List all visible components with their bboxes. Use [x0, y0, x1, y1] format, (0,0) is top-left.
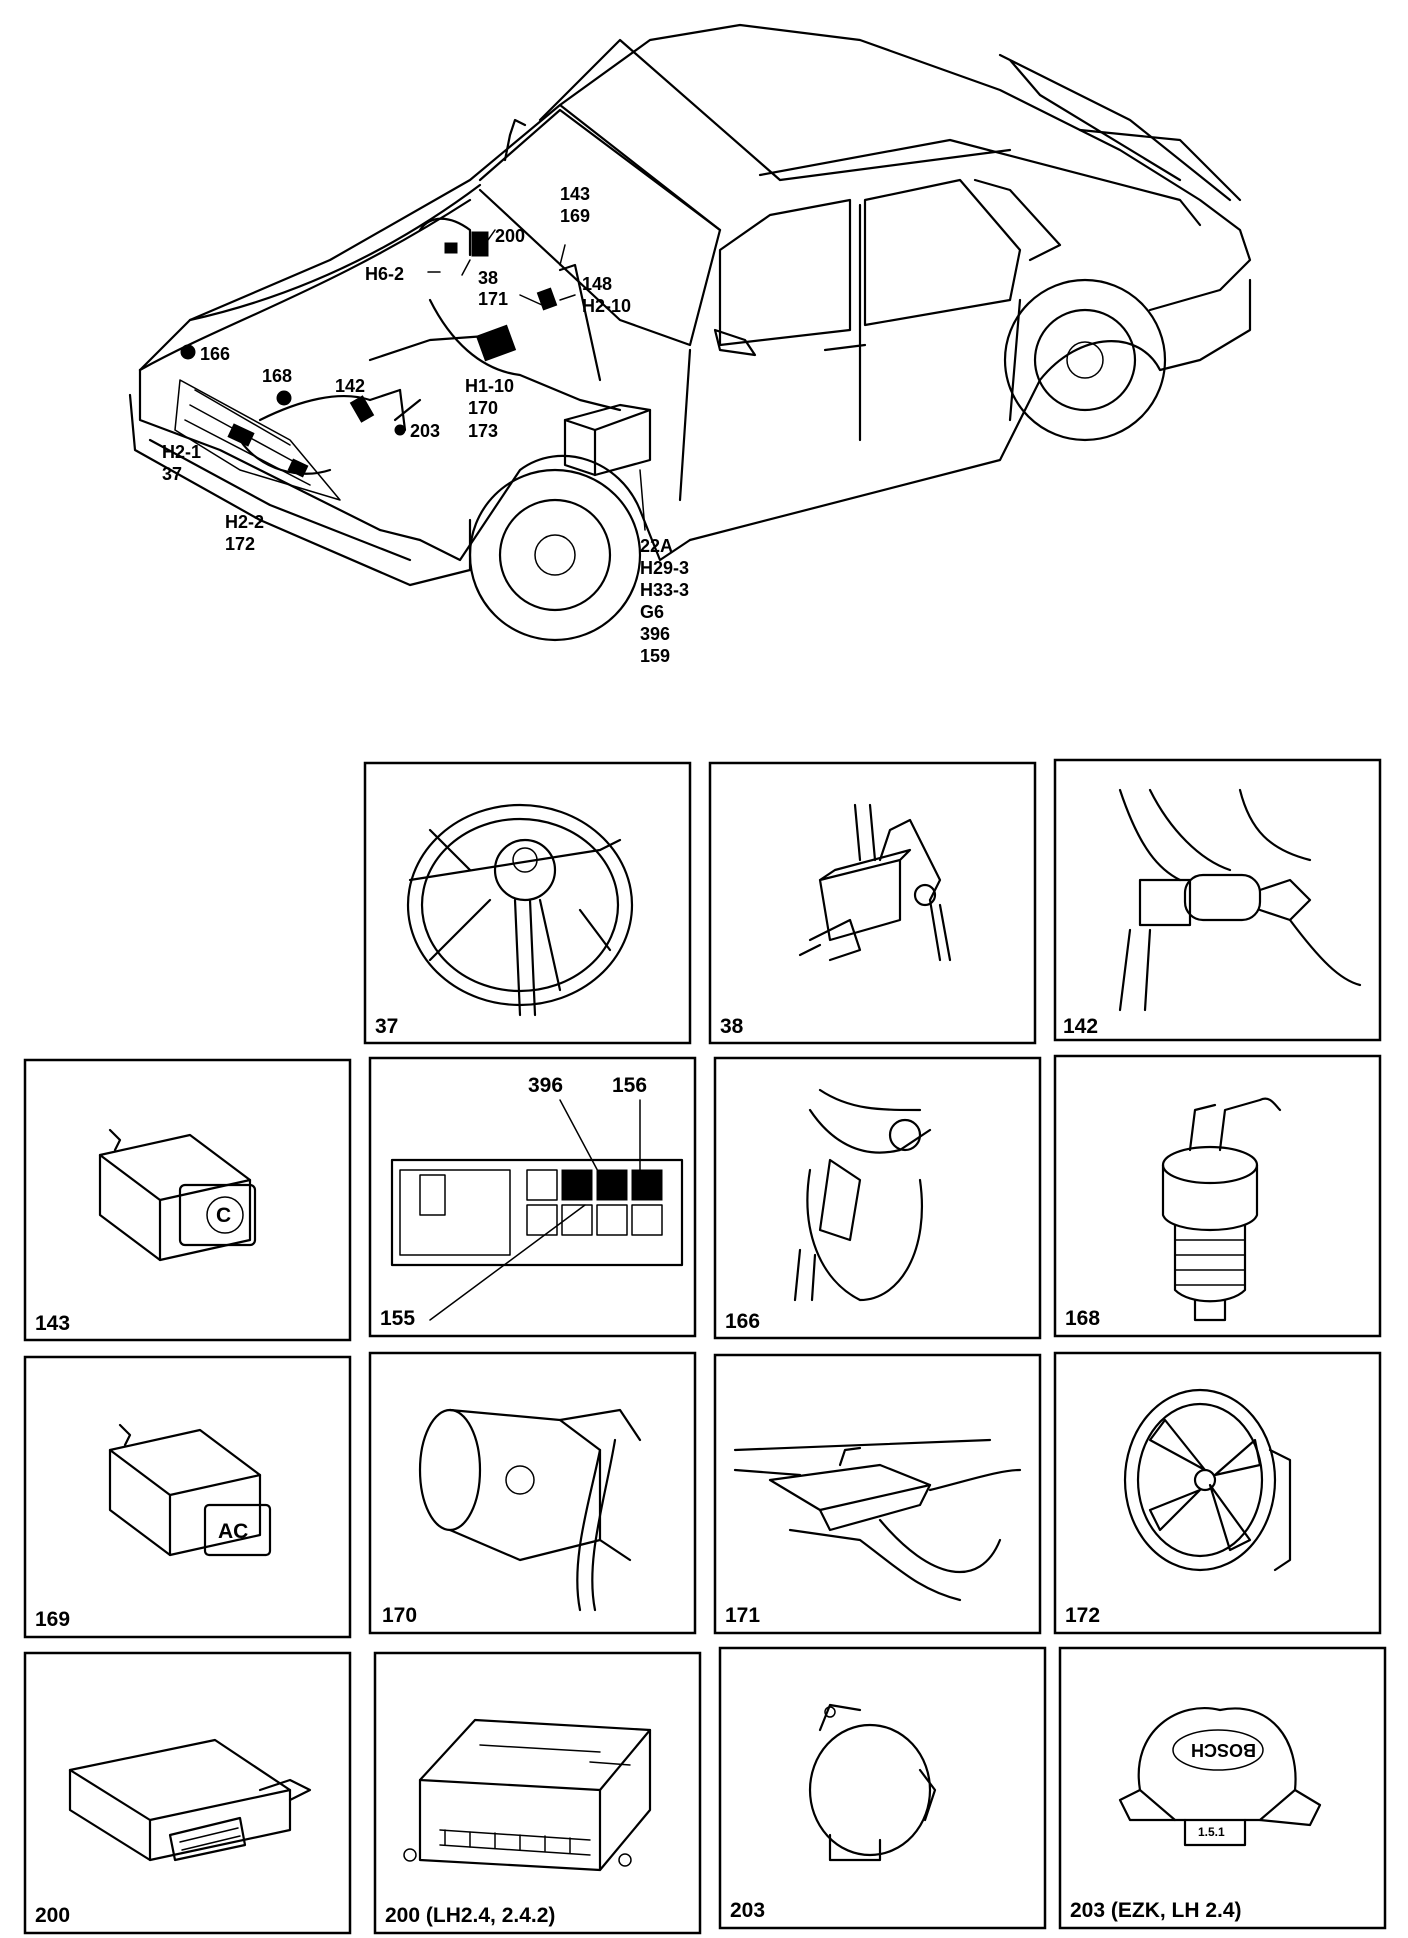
caption-200-lh: 200 (LH2.4, 2.4.2) [385, 1904, 555, 1927]
caption-203-ezk: 203 (EZK, LH 2.4) [1070, 1899, 1242, 1922]
label-148: 148 [582, 274, 612, 294]
panel-38: 38 [708, 761, 1037, 1045]
caption-200: 200 [35, 1904, 70, 1927]
component-text-bosch: BOSCH [1191, 1740, 1256, 1760]
component-text-c: C [216, 1204, 231, 1227]
caption-171: 171 [725, 1604, 760, 1627]
label-203: 203 [410, 421, 440, 441]
caption-37: 37 [375, 1015, 398, 1038]
car-illustration [128, 23, 1252, 642]
label-H29-3: H29-3 [640, 558, 689, 578]
label-H33-3: H33-3 [640, 580, 689, 600]
label-38: 38 [478, 268, 498, 288]
panel-142: 142 [1053, 758, 1382, 1042]
label-G6: G6 [640, 602, 664, 622]
panel-170: 170 [368, 1351, 697, 1635]
label-169: 169 [560, 206, 590, 226]
label-H1-10: H1-10 [465, 376, 514, 396]
panel-172: 172 [1053, 1351, 1382, 1635]
label-172: 172 [225, 534, 255, 554]
label-168: 168 [262, 366, 292, 386]
panel-171: 171 [713, 1353, 1042, 1635]
caption-38: 38 [720, 1015, 744, 1038]
callout-156: 156 [612, 1074, 647, 1097]
caption-155: 155 [380, 1307, 415, 1330]
callout-396: 396 [528, 1074, 563, 1097]
label-170: 170 [468, 398, 498, 418]
caption-143: 143 [35, 1312, 70, 1335]
car-labels: 143 169 200 38 148 H6-2 171 H2-10 166 16… [162, 184, 689, 666]
component-text-ac: AC [218, 1520, 248, 1543]
caption-172: 172 [1065, 1604, 1100, 1627]
component-text-relay: 1.5.1 [1198, 1825, 1225, 1839]
panel-155: 396 156 155 [368, 1056, 697, 1338]
label-173: 173 [468, 421, 498, 441]
caption-166: 166 [725, 1310, 760, 1333]
label-166: 166 [200, 344, 230, 364]
label-H6-2: H6-2 [365, 264, 404, 284]
label-143: 143 [560, 184, 590, 204]
label-37: 37 [162, 464, 182, 484]
label-159: 159 [640, 646, 670, 666]
caption-203: 203 [730, 1899, 765, 1922]
label-200: 200 [495, 226, 525, 246]
label-396: 396 [640, 624, 670, 644]
label-22A: 22A [640, 536, 673, 556]
caption-168: 168 [1065, 1307, 1100, 1330]
panel-200-lh: 200 (LH2.4, 2.4.2) [373, 1651, 702, 1935]
panel-166: 166 [713, 1056, 1042, 1340]
panel-37: 37 [363, 761, 692, 1045]
panel-168: 168 [1053, 1054, 1382, 1338]
label-H2-10: H2-10 [582, 296, 631, 316]
caption-169: 169 [35, 1608, 70, 1631]
label-H2-2: H2-2 [225, 512, 264, 532]
label-H2-1: H2-1 [162, 442, 201, 462]
caption-170: 170 [382, 1604, 417, 1627]
caption-142: 142 [1063, 1015, 1098, 1038]
label-171: 171 [478, 289, 508, 309]
label-142: 142 [335, 376, 365, 396]
panel-200: 200 [23, 1651, 352, 1935]
panel-203: 203 [718, 1646, 1047, 1930]
panel-143: C 143 [23, 1058, 352, 1342]
panel-169: AC 169 [23, 1355, 352, 1639]
panel-203-ezk: BOSCH 1.5.1 203 (EZK, LH 2.4) [1058, 1646, 1387, 1930]
